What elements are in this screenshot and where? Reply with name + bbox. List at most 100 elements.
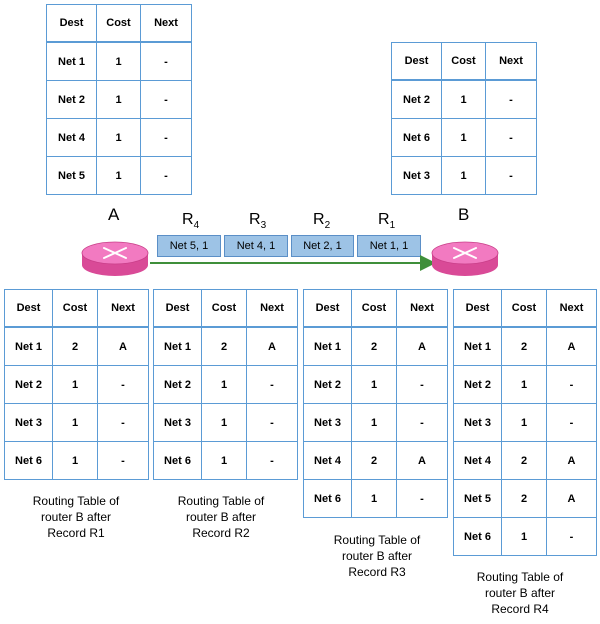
- table-row: Net 2 1 -: [303, 365, 448, 404]
- dest-cell: Net 6: [453, 517, 502, 556]
- dest-cell: Net 1: [303, 326, 352, 366]
- dest-cell: Net 3: [303, 403, 352, 442]
- next-cell: -: [546, 403, 597, 442]
- cost-header: Cost: [441, 42, 486, 81]
- table-row: Net 6 1 -: [4, 441, 149, 480]
- table-row: Net 2 1 -: [391, 79, 537, 119]
- dest-cell: Net 2: [453, 365, 502, 404]
- dest-cell: Net 5: [453, 479, 502, 518]
- record-r1-packet: Net 1, 1: [357, 235, 421, 257]
- table-row: Net 1 2 A: [4, 326, 149, 366]
- next-cell: A: [546, 479, 597, 518]
- next-cell: -: [97, 403, 149, 442]
- cost-cell: 1: [52, 441, 98, 480]
- next-cell: -: [546, 365, 597, 404]
- table-row: Net 4 2 A: [303, 441, 448, 480]
- cost-cell: 1: [351, 403, 397, 442]
- record-r4-label: R4: [182, 211, 200, 232]
- table-row: Net 2 1 -: [46, 80, 192, 119]
- dest-cell: Net 6: [303, 479, 352, 518]
- table-row: Net 5 2 A: [453, 479, 597, 518]
- cost-cell: 2: [501, 441, 547, 480]
- cost-cell: 2: [351, 441, 397, 480]
- table-row: Net 4 1 -: [46, 118, 192, 157]
- table-after-r4: Dest Cost Next Net 1 2 A Net 2 1 - Net 3…: [453, 289, 597, 556]
- dest-cell: Net 4: [453, 441, 502, 480]
- caption-after-r3: Routing Table of router B after Record R…: [333, 533, 421, 579]
- dest-cell: Net 1: [153, 326, 202, 366]
- table-row: Net 6 1 -: [303, 479, 448, 518]
- router-b-icon: [431, 241, 499, 276]
- cost-cell: 1: [201, 365, 247, 404]
- cost-cell: 2: [52, 326, 98, 366]
- dest-cell: Net 3: [4, 403, 53, 442]
- dest-cell: Net 2: [46, 80, 97, 119]
- dest-cell: Net 2: [303, 365, 352, 404]
- next-cell: -: [485, 156, 537, 195]
- cost-cell: 1: [96, 156, 141, 195]
- dest-cell: Net 3: [153, 403, 202, 442]
- dest-header: Dest: [391, 42, 442, 81]
- cost-cell: 1: [501, 517, 547, 556]
- next-cell: -: [396, 365, 448, 404]
- router-a-icon: [81, 241, 149, 276]
- next-cell: -: [246, 403, 298, 442]
- record-r1-label: R1: [378, 211, 396, 232]
- cost-cell: 1: [501, 365, 547, 404]
- caption-after-r4: Routing Table of router B after Record R…: [476, 570, 564, 616]
- dest-cell: Net 2: [4, 365, 53, 404]
- dest-cell: Net 4: [46, 118, 97, 157]
- router-a-label: A: [108, 205, 120, 224]
- next-cell: A: [246, 326, 298, 366]
- cost-cell: 2: [351, 326, 397, 366]
- dest-header: Dest: [46, 4, 97, 43]
- cost-cell: 1: [96, 80, 141, 119]
- table-row: Net 3 1 -: [391, 156, 537, 195]
- dest-cell: Net 1: [453, 326, 502, 366]
- dest-header: Dest: [4, 289, 53, 328]
- next-header: Next: [140, 4, 192, 43]
- next-cell: -: [546, 517, 597, 556]
- table-row: Net 6 1 -: [391, 118, 537, 157]
- record-r2-packet: Net 2, 1: [291, 235, 354, 257]
- next-cell: -: [140, 156, 192, 195]
- next-header: Next: [97, 289, 149, 328]
- dest-header: Dest: [453, 289, 502, 328]
- dest-cell: Net 1: [4, 326, 53, 366]
- caption-after-r1: Routing Table of router B after Record R…: [32, 494, 120, 540]
- next-header: Next: [396, 289, 448, 328]
- cost-cell: 1: [52, 403, 98, 442]
- dest-header: Dest: [153, 289, 202, 328]
- table-row: Net 3 1 -: [453, 403, 597, 442]
- cost-cell: 1: [351, 365, 397, 404]
- cost-cell: 1: [52, 365, 98, 404]
- table-after-r3: Dest Cost Next Net 1 2 A Net 2 1 - Net 3…: [303, 289, 448, 518]
- router-b-label: B: [458, 205, 470, 224]
- dest-cell: Net 4: [303, 441, 352, 480]
- record-r3-label: R3: [249, 211, 267, 232]
- next-header: Next: [246, 289, 298, 328]
- table-row: Net 3 1 -: [303, 403, 448, 442]
- table-row: Net 1 2 A: [303, 326, 448, 366]
- dest-cell: Net 5: [46, 156, 97, 195]
- record-r3-packet: Net 4, 1: [224, 235, 288, 257]
- cost-cell: 2: [501, 326, 547, 366]
- next-cell: -: [97, 441, 149, 480]
- table-row: Net 1 2 A: [453, 326, 597, 366]
- next-cell: A: [546, 441, 597, 480]
- table-row: Net 5 1 -: [46, 156, 192, 195]
- next-header: Next: [485, 42, 537, 81]
- next-cell: A: [396, 326, 448, 366]
- next-cell: -: [396, 403, 448, 442]
- cost-cell: 1: [201, 441, 247, 480]
- cost-cell: 1: [441, 118, 486, 157]
- cost-header: Cost: [351, 289, 397, 328]
- table-after-r2: Dest Cost Next Net 1 2 A Net 2 1 - Net 3…: [153, 289, 298, 480]
- dest-cell: Net 3: [453, 403, 502, 442]
- next-cell: A: [396, 441, 448, 480]
- next-cell: -: [140, 41, 192, 81]
- next-cell: -: [140, 80, 192, 119]
- cost-header: Cost: [52, 289, 98, 328]
- router-b-table: Dest Cost Next Net 2 1 - Net 6 1 - Net 3…: [391, 42, 537, 195]
- table-after-r1: Dest Cost Next Net 1 2 A Net 2 1 - Net 3…: [4, 289, 149, 480]
